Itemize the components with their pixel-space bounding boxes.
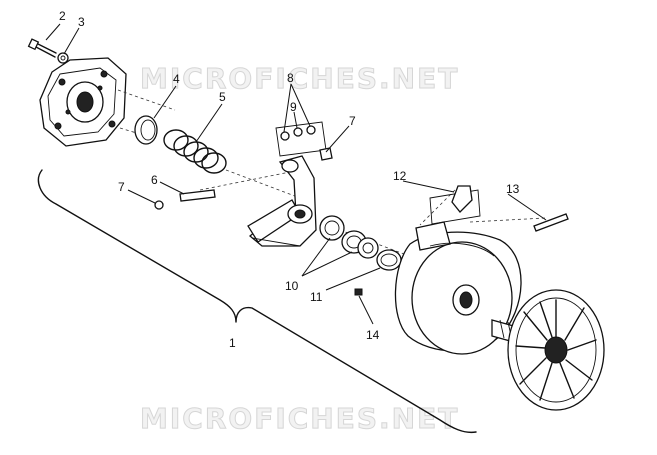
centerline-upper — [117, 89, 176, 111]
leader-lines — [45, 23, 547, 325]
callout-10: 10 — [285, 279, 299, 293]
centerline-pin — [199, 169, 301, 191]
part-4-bushing — [134, 115, 158, 145]
spider-arm — [247, 155, 317, 247]
part-6-pin — [179, 189, 216, 202]
callout-14: 14 — [366, 328, 380, 342]
watermark-top: MICROFICHES.NET — [140, 62, 459, 95]
callout-11: 11 — [310, 290, 323, 304]
callout-4: 4 — [173, 72, 180, 86]
part-2-bolt — [27, 38, 57, 58]
part-10-rings — [319, 215, 379, 259]
part-3-washer — [57, 52, 69, 64]
callout-3: 3 — [78, 15, 85, 29]
callout-2: 2 — [59, 9, 66, 23]
cover-plate — [39, 57, 127, 147]
part-11-oring — [376, 249, 402, 271]
part-14-nut — [354, 288, 363, 296]
part-8-9-hardware — [275, 121, 327, 157]
fixed-sheave — [507, 289, 605, 411]
centerline-shaft — [469, 217, 546, 223]
callout-7-right: 7 — [349, 114, 356, 128]
callout-6: 6 — [151, 173, 158, 187]
part-7-nut-right — [319, 147, 333, 161]
callout-12: 12 — [393, 169, 407, 183]
assembly-bracket — [37, 169, 477, 434]
callout-7-left: 7 — [118, 180, 125, 194]
part-7-bolt-left — [154, 200, 164, 210]
part-12-roller — [429, 185, 481, 225]
part-13-shaft-pin — [533, 213, 569, 232]
watermark-bottom: MICROFICHES.NET — [140, 402, 459, 435]
callout-5: 5 — [219, 90, 226, 104]
callout-1: 1 — [229, 336, 236, 350]
callout-13: 13 — [506, 182, 520, 196]
centerline-roller — [419, 189, 456, 226]
callout-8: 8 — [287, 71, 294, 85]
part-5-spring — [163, 129, 227, 174]
centerline-mid — [225, 169, 301, 199]
callout-9: 9 — [290, 100, 297, 114]
